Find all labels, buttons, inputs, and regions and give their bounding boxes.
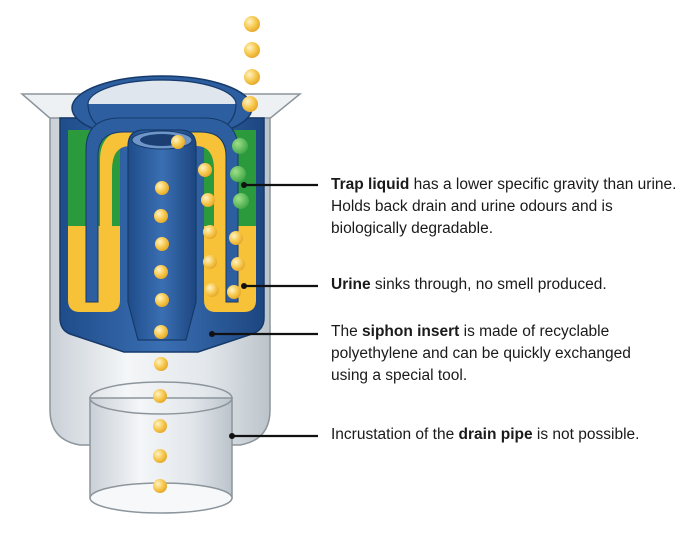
callout-urine: Urine sinks through, no smell produced. xyxy=(331,274,607,296)
urine-term: Urine xyxy=(331,276,371,293)
drain-text: is not possible. xyxy=(532,426,640,443)
siphon-insert-term: siphon insert xyxy=(362,323,460,340)
callout-drain-line1: Incrustation of the drain pipe is not po… xyxy=(331,424,639,446)
siphon-text-2: polyethylene and can be quickly exchange… xyxy=(331,345,631,362)
trap-liquid-droplets xyxy=(230,138,249,209)
leader-dot-urine xyxy=(241,283,247,289)
trap-liquid-text-3: biologically degradable. xyxy=(331,220,494,237)
siphon-text-pre: The xyxy=(331,323,363,340)
drain-text-pre: Incrustation of the xyxy=(331,426,459,443)
callout-urine-line1: Urine sinks through, no smell produced. xyxy=(331,274,607,296)
urine-text: sinks through, no smell produced. xyxy=(370,276,607,293)
urine-droplets-trap xyxy=(171,135,245,299)
trap-liquid-term: Trap liquid xyxy=(331,176,410,193)
drain-pipe-term: drain pipe xyxy=(458,426,533,443)
siphon-text-1: is made of recyclable xyxy=(459,323,610,340)
leader-dot-siphon xyxy=(209,331,215,337)
leader-lines xyxy=(209,182,318,439)
leader-dot-drain xyxy=(229,433,235,439)
callout-drain-pipe: Incrustation of the drain pipe is not po… xyxy=(331,424,639,446)
siphon-walls xyxy=(85,117,239,341)
callout-trap-liquid: Trap liquid has a lower specific gravity… xyxy=(331,174,676,240)
leader-dot-trap-liquid xyxy=(241,182,247,188)
callout-trap-liquid-line1: Trap liquid has a lower specific gravity… xyxy=(331,174,676,196)
callout-siphon-insert: The siphon insert is made of recyclable … xyxy=(331,321,631,387)
siphon-text-3: using a special tool. xyxy=(331,367,468,384)
trap-liquid-text-2: Holds back drain and urine odours and is xyxy=(331,198,613,215)
urine-drop-stream xyxy=(153,16,260,493)
trap-liquid-text-1: has a lower specific gravity than urine. xyxy=(409,176,677,193)
callout-siphon-line1: The siphon insert is made of recyclable xyxy=(331,321,631,343)
